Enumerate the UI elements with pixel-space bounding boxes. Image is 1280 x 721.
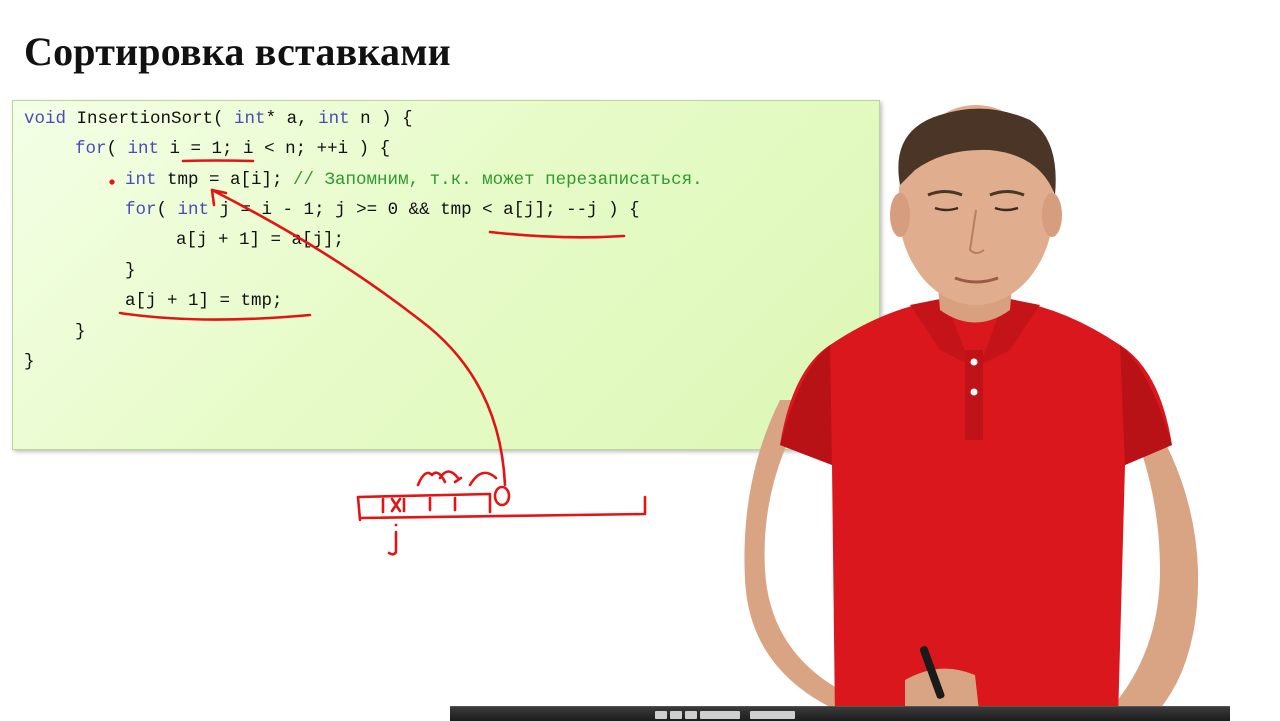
keyword: for bbox=[125, 200, 157, 220]
keyboard-key bbox=[700, 711, 740, 719]
keyboard-key bbox=[670, 711, 682, 719]
code-line-8: } bbox=[75, 322, 86, 342]
slide-title: Сортировка вставками bbox=[24, 29, 451, 74]
code-line-5: a[j + 1] = a[j]; bbox=[176, 230, 345, 250]
keyword: int bbox=[125, 170, 157, 190]
code-comment: // Запомним, т.к. может перезаписаться. bbox=[293, 170, 703, 190]
keyboard-key bbox=[685, 711, 697, 719]
array-circle-element bbox=[493, 485, 511, 507]
shift-arrows bbox=[416, 470, 498, 487]
keyword: int bbox=[177, 200, 210, 220]
keyword: void bbox=[24, 109, 67, 129]
keyboard-bar bbox=[450, 706, 1230, 721]
code-line-1: void InsertionSort( int* a, int n ) { bbox=[24, 107, 413, 131]
keyword: int bbox=[318, 109, 350, 129]
code-text: i = 1; i < n; ++i ) { bbox=[159, 139, 391, 159]
code-line-4: for( int j = i - 1; j >= 0 && tmp < a[j]… bbox=[125, 198, 640, 222]
array-drawing bbox=[356, 492, 647, 522]
keyword: int bbox=[127, 139, 160, 159]
code-text: n ) { bbox=[349, 109, 413, 129]
keyboard-key bbox=[655, 711, 667, 719]
code-text: InsertionSort( bbox=[66, 109, 235, 129]
array-cell-marks bbox=[381, 496, 457, 514]
code-text: ( bbox=[156, 200, 178, 220]
code-text: ( bbox=[106, 139, 128, 159]
keyboard-key bbox=[750, 711, 795, 719]
j-label bbox=[387, 530, 398, 556]
keyword: for bbox=[75, 139, 107, 159]
code-line-9: } bbox=[24, 352, 35, 372]
code-line-3: int tmp = a[i]; // Запомним, т.к. может … bbox=[125, 168, 703, 192]
code-text: * a, bbox=[265, 109, 319, 129]
code-text: tmp = a[i]; bbox=[156, 170, 294, 190]
code-line-6: } bbox=[125, 261, 136, 281]
keyword: int bbox=[234, 109, 266, 129]
presenter-figure bbox=[744, 105, 1199, 720]
code-text: j = i - 1; j >= 0 && tmp < a[j]; --j ) { bbox=[209, 200, 640, 220]
code-line-7: a[j + 1] = tmp; bbox=[125, 291, 283, 311]
code-line-2: for( int i = 1; i < n; ++i ) { bbox=[75, 137, 390, 161]
